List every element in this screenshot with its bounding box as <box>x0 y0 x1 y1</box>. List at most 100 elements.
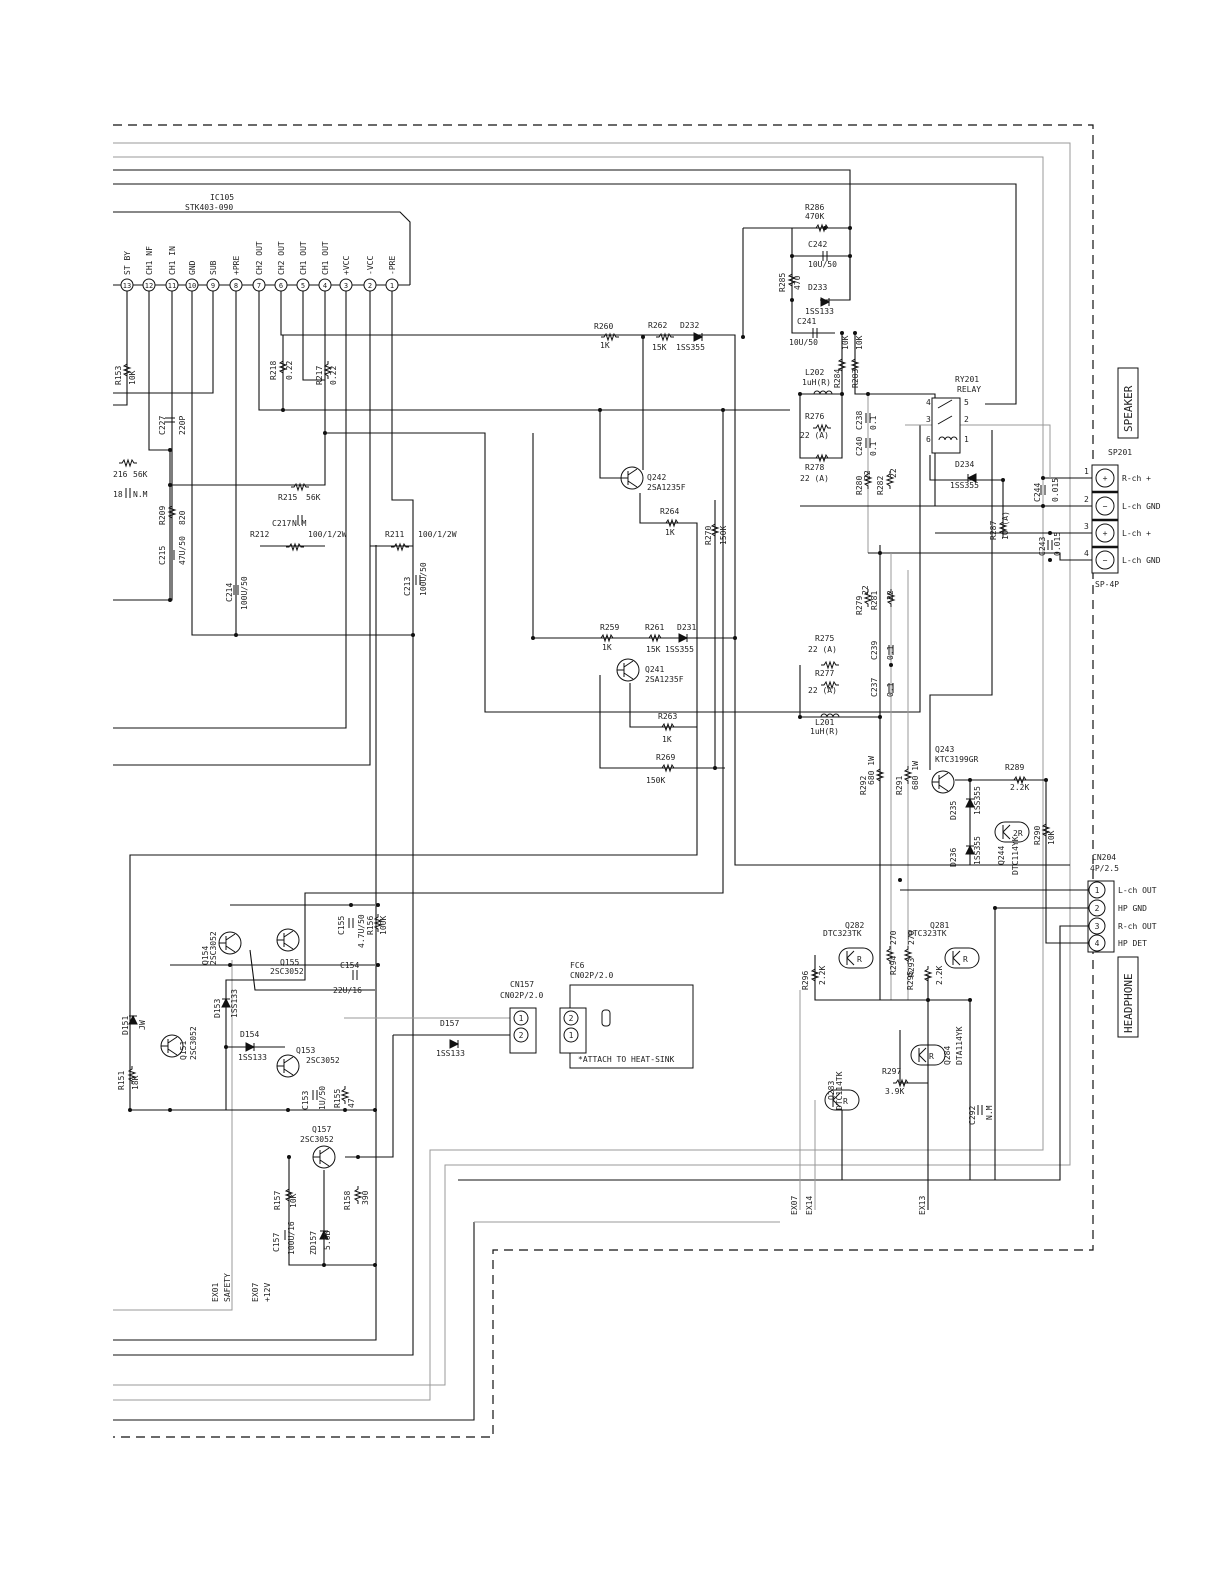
junction-dot <box>598 408 602 412</box>
components-R277-value: 22 (A) <box>808 686 837 695</box>
junction-dot <box>411 633 415 637</box>
components-RY201-value: RELAY <box>957 385 981 394</box>
components-R212-value: 100/1/2W <box>308 530 347 539</box>
diode-symbol <box>820 297 831 307</box>
components-Q281-ref: Q281 <box>930 921 949 930</box>
wire <box>249 949 375 991</box>
ic-pin-7 <box>252 278 266 292</box>
ic-pins-3-name: GND <box>188 260 197 275</box>
components-R264-ref: R264 <box>660 507 679 516</box>
resistor-symbol <box>813 453 831 463</box>
components-C242-value: 10U/50 <box>808 260 837 269</box>
components-C214-ref: C214 <box>225 583 234 602</box>
digital-transistor-symbol <box>910 1044 946 1066</box>
ic-pins-2-num: 11 <box>168 282 176 290</box>
components-Q151-value: 2SC3052 <box>189 1026 198 1060</box>
capacitor-symbol <box>165 417 175 423</box>
components-R158-ref: R158 <box>343 1191 352 1210</box>
components-C244-ref: C244 <box>1033 483 1042 502</box>
components-Q153-ref: Q153 <box>296 1046 315 1055</box>
capacitor-symbol <box>233 585 239 595</box>
capacitor-symbol <box>415 575 421 585</box>
pin-circle <box>385 278 399 292</box>
wire <box>113 183 1017 405</box>
junction-dot <box>286 1108 290 1112</box>
resistor-symbol <box>710 521 720 539</box>
components-C241-value: 10U/50 <box>789 338 818 347</box>
components-D151-ref: D151 <box>121 1016 130 1035</box>
resistor-symbol <box>1041 821 1051 839</box>
pin-circle <box>1088 917 1106 935</box>
components-R278-ref: R278 <box>805 463 824 472</box>
ic-ref: IC105 <box>210 193 234 202</box>
headphone-pin-3 <box>1088 917 1106 935</box>
connectors-SP201-pins-1-symbol: − <box>1103 502 1108 511</box>
headphone-pin-1 <box>1088 881 1106 899</box>
junction-dot <box>168 483 172 487</box>
connectors-CN204-pins-1-label: HP GND <box>1118 904 1147 913</box>
components-Q241-value: 2SA1235F <box>645 675 684 684</box>
resistor-symbol <box>391 542 409 552</box>
junction-dot <box>1041 476 1045 480</box>
wire <box>929 430 993 770</box>
net_labels-ex07b: EX07 <box>790 1196 799 1215</box>
wire <box>345 1035 394 1158</box>
ic-pins-4-name: SUB <box>209 260 218 275</box>
components-D236-ref: D236 <box>949 848 958 867</box>
components-R287-ref: R287 <box>989 521 998 540</box>
components-C154-ref: C154 <box>340 961 359 970</box>
junction-dot <box>848 226 852 230</box>
components-R259-value: 1K <box>602 643 612 652</box>
resistor-symbol <box>601 332 619 342</box>
resistor-symbol <box>903 946 913 964</box>
ic-pins-9-name: CH1 OUT <box>321 241 330 275</box>
speaker-pin-4 <box>1095 550 1115 570</box>
components-Q242-value: 2SA1235F <box>647 483 686 492</box>
pin-circle <box>563 1027 579 1043</box>
components-R295-ref: R295 <box>906 971 915 990</box>
resistor-symbol <box>886 589 896 607</box>
components-R275-value: 22 (A) <box>808 645 837 654</box>
resistor-symbol <box>340 1086 350 1104</box>
components-C153-ref: C153 <box>301 1091 310 1110</box>
junction-dot <box>733 636 737 640</box>
ic-pin-8 <box>229 278 243 292</box>
resistor-symbol <box>821 660 839 670</box>
components-R287-value: 10 (A) <box>1001 511 1010 540</box>
wire <box>113 156 1044 1401</box>
transistor-leads <box>617 660 634 680</box>
digital-transistor-symbol <box>944 947 980 969</box>
components-C240-value: 0.1 <box>869 441 878 456</box>
connectors-CN204-pins-2-num: 3 <box>1095 922 1100 931</box>
components-C241-ref: C241 <box>797 317 816 326</box>
components-R153-value: 10K <box>128 370 137 385</box>
components-R209-ref: R209 <box>158 506 167 525</box>
resistor-symbol <box>885 946 895 964</box>
components-R211-ref: R211 <box>385 530 404 539</box>
components-C238-ref: C238 <box>855 411 864 430</box>
capacitor-symbol <box>352 970 358 980</box>
components-R269-ref: R269 <box>656 753 675 762</box>
junction-dot <box>853 331 857 335</box>
connectors-SP201-pins-2-symbol: + <box>1103 529 1108 538</box>
ic-pins-5-num: 8 <box>234 282 238 290</box>
components-R275-ref: R275 <box>815 634 834 643</box>
resistor-symbol <box>284 1186 294 1204</box>
components-R215-ref: R215 <box>278 493 297 502</box>
components-Q284-mark: R <box>929 1052 934 1061</box>
pcb-boundary-dashed <box>113 124 1094 1438</box>
resistor-symbol <box>893 1078 911 1088</box>
components-D154-value: 1SS133 <box>238 1053 267 1062</box>
transistor-leads <box>277 930 294 950</box>
components-Q241-ref: Q241 <box>645 665 664 674</box>
resistor-symbol <box>659 763 677 773</box>
wire <box>599 410 628 479</box>
components-R296-ref: R296 <box>801 971 810 990</box>
pin-circle <box>206 278 220 292</box>
diode-symbol <box>449 1039 460 1049</box>
diode-symbol <box>966 473 977 483</box>
connectors-SP201-pins-1-num: 2 <box>1084 495 1089 504</box>
components-R279-ref: R279 <box>855 596 864 615</box>
resistor-symbol <box>323 361 333 379</box>
